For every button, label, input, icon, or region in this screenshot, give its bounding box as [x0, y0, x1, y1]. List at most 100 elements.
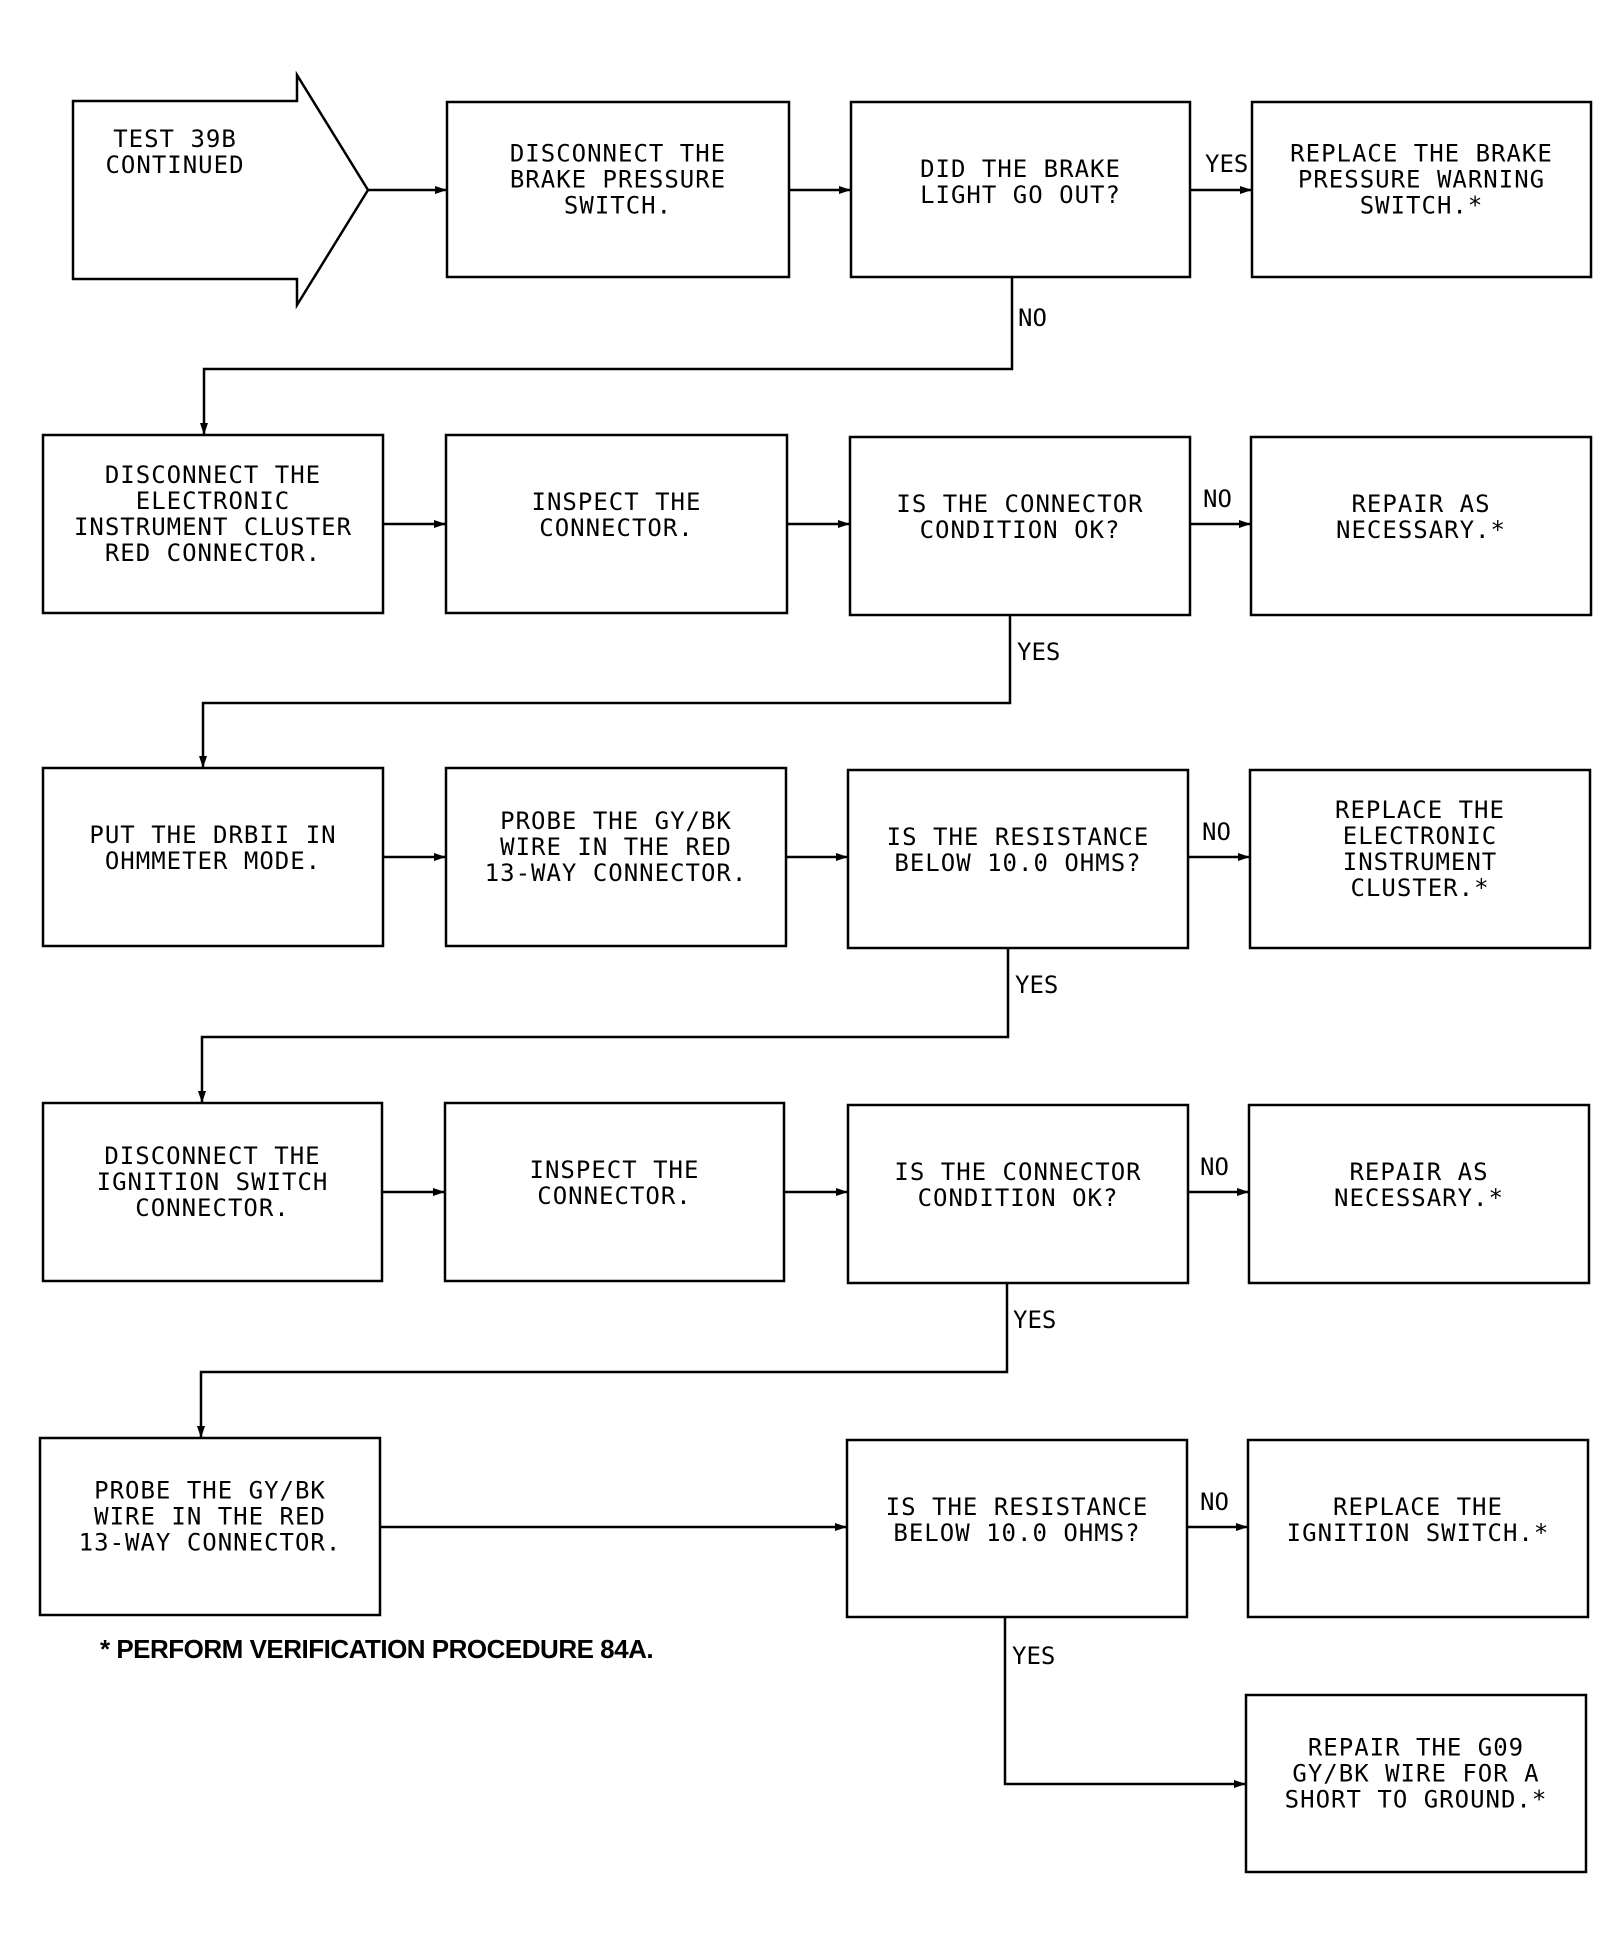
- step-disconnect-ignition-switch-text: DISCONNECT THE: [104, 1142, 320, 1170]
- step-inspect-connector-2-text: CONNECTOR.: [537, 1182, 692, 1210]
- step-inspect-connector-1-text: CONNECTOR.: [539, 514, 694, 542]
- edge-label-yes-5: YES: [1012, 1642, 1055, 1670]
- footnote: * PERFORM VERIFICATION PROCEDURE 84A.: [100, 1634, 653, 1664]
- step-repair-g09-wire-text: SHORT TO GROUND.*: [1285, 1786, 1548, 1814]
- step-box: [443, 1101, 786, 1283]
- step-disconnect-cluster-red-connector-text: ELECTRONIC: [136, 487, 291, 515]
- step-did-brake-light-go-out-text: LIGHT GO OUT?: [920, 181, 1121, 209]
- step-box: [41, 1101, 384, 1283]
- step-disconnect-ignition-switch-text: CONNECTOR.: [135, 1194, 290, 1222]
- step-box: [1247, 1103, 1591, 1285]
- step-probe-gybk-1-text: 13-WAY CONNECTOR.: [485, 859, 748, 887]
- step-box: [41, 433, 385, 615]
- step-repair-as-necessary-2-text: NECESSARY.*: [1334, 1184, 1504, 1212]
- step-replace-instrument-cluster-text: INSTRUMENT: [1343, 848, 1498, 876]
- edge-label-yes-1: YES: [1205, 150, 1248, 178]
- step-connector-condition-ok-2-text: IS THE CONNECTOR: [894, 1158, 1141, 1186]
- step-box: [1244, 1693, 1588, 1874]
- connector-arrow: [198, 948, 1010, 1103]
- step-probe-gybk-2-text: WIRE IN THE RED: [94, 1503, 326, 1531]
- step-repair-as-necessary-1-text: REPAIR AS: [1351, 490, 1490, 518]
- connector-arrow: [200, 277, 1014, 435]
- step-resistance-below-10-1-text: BELOW 10.0 OHMS?: [894, 849, 1141, 877]
- step-box: [1248, 768, 1592, 950]
- step-repair-as-necessary-1-text: NECESSARY.*: [1336, 516, 1506, 544]
- step-disconnect-brake-switch-text: SWITCH.: [564, 192, 672, 220]
- edge-labels: YES NO NO YES NO YES NO YES NO YES: [1012, 150, 1248, 1670]
- step-box: [41, 766, 385, 948]
- step-repair-as-necessary-2-text: REPAIR AS: [1349, 1158, 1488, 1186]
- step-put-drbii-ohmmeter-text: PUT THE DRBII IN: [89, 821, 336, 849]
- step-box: [845, 1438, 1189, 1619]
- step-connector-condition-ok-1-text: IS THE CONNECTOR: [896, 490, 1143, 518]
- connector-arrow: [199, 615, 1012, 768]
- step-box: [444, 766, 788, 948]
- step-resistance-below-10-2-text: IS THE RESISTANCE: [886, 1493, 1149, 1521]
- connector-arrow: [197, 1283, 1009, 1438]
- step-box: [1246, 1438, 1590, 1619]
- step-disconnect-brake-switch-text: DISCONNECT THE: [510, 140, 726, 168]
- step-replace-instrument-cluster-text: ELECTRONIC: [1343, 822, 1498, 850]
- step-replace-instrument-cluster-text: CLUSTER.*: [1350, 874, 1489, 902]
- step-inspect-connector-1-text: INSPECT THE: [532, 488, 702, 516]
- step-probe-gybk-1-text: PROBE THE GY/BK: [500, 807, 732, 835]
- step-box: [444, 433, 789, 615]
- start-arrow-shape: [71, 70, 370, 310]
- step-box: [1249, 435, 1593, 617]
- step-replace-brake-warning-switch-text: REPLACE THE BRAKE: [1290, 140, 1553, 168]
- step-connector-condition-ok-1-text: CONDITION OK?: [920, 516, 1121, 544]
- edge-label-yes-3: YES: [1015, 971, 1058, 999]
- step-resistance-below-10-2-text: BELOW 10.0 OHMS?: [893, 1519, 1140, 1547]
- start-arrow-text: CONTINUED: [105, 151, 244, 179]
- step-probe-gybk-1-text: WIRE IN THE RED: [500, 833, 732, 861]
- step-replace-brake-warning-switch-text: SWITCH.*: [1360, 192, 1484, 220]
- step-replace-ignition-switch-text: IGNITION SWITCH.*: [1287, 1519, 1550, 1547]
- step-disconnect-cluster-red-connector-text: RED CONNECTOR.: [105, 539, 321, 567]
- edge-label-no-4: NO: [1200, 1153, 1229, 1181]
- step-box: [445, 100, 791, 279]
- edge-label-no-2: NO: [1203, 485, 1232, 513]
- step-disconnect-cluster-red-connector-text: DISCONNECT THE: [105, 461, 321, 489]
- connectors: [197, 186, 1252, 1788]
- step-replace-brake-warning-switch-text: PRESSURE WARNING: [1298, 166, 1545, 194]
- edge-label-yes-4: YES: [1013, 1306, 1056, 1334]
- step-inspect-connector-2-text: INSPECT THE: [530, 1156, 700, 1184]
- step-repair-g09-wire-text: GY/BK WIRE FOR A: [1292, 1760, 1539, 1788]
- step-box: [846, 768, 1190, 950]
- edge-label-no-3: NO: [1202, 818, 1231, 846]
- edge-label-yes-2: YES: [1017, 638, 1060, 666]
- connector-arrow: [1003, 1617, 1246, 1788]
- step-repair-g09-wire-text: REPAIR THE G09: [1308, 1734, 1524, 1762]
- step-disconnect-ignition-switch-text: IGNITION SWITCH: [97, 1168, 329, 1196]
- edge-label-no-1: NO: [1018, 304, 1047, 332]
- step-connector-condition-ok-2-text: CONDITION OK?: [918, 1184, 1119, 1212]
- step-put-drbii-ohmmeter-text: OHMMETER MODE.: [105, 847, 321, 875]
- step-disconnect-cluster-red-connector-text: INSTRUMENT CLUSTER: [74, 513, 352, 541]
- step-resistance-below-10-1-text: IS THE RESISTANCE: [887, 823, 1150, 851]
- edge-label-no-5: NO: [1200, 1488, 1229, 1516]
- step-disconnect-brake-switch-text: BRAKE PRESSURE: [510, 166, 726, 194]
- step-box: [1250, 100, 1593, 279]
- start-arrow-text: TEST 39B: [113, 125, 237, 153]
- step-replace-ignition-switch-text: REPLACE THE: [1333, 1493, 1503, 1521]
